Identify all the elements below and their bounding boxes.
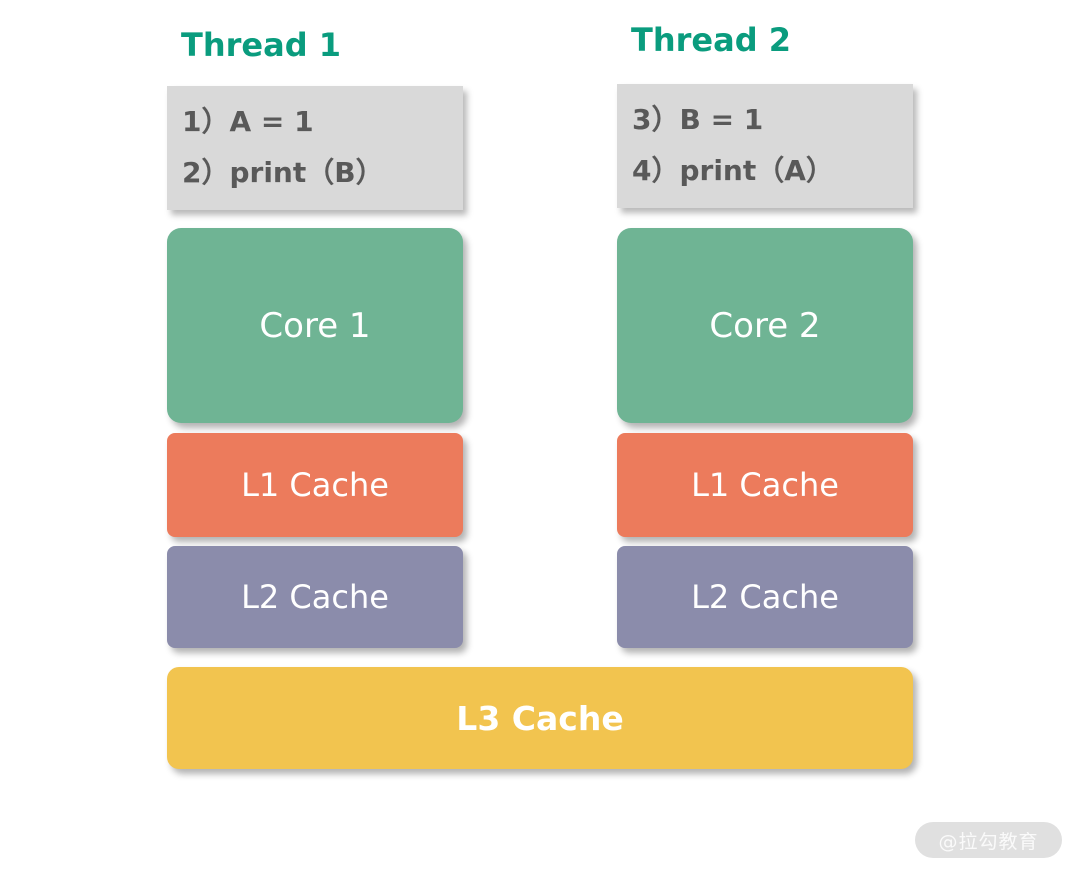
thread2-code-line-2: 4）print（A） — [632, 154, 834, 188]
thread1-l2-cache-box: L2 Cache — [167, 546, 463, 648]
thread2-code-line-1: 3）B = 1 — [632, 102, 764, 136]
watermark-badge: @拉勾教育 — [915, 822, 1062, 858]
thread1-code-line-2: 2）print（B） — [182, 156, 384, 190]
thread2-l1-cache-box: L1 Cache — [617, 433, 913, 537]
thread1-l1-cache-box: L1 Cache — [167, 433, 463, 537]
thread2-title: Thread 2 — [631, 21, 791, 59]
thread2-l2-cache-box: L2 Cache — [617, 546, 913, 648]
core1-box: Core 1 — [167, 228, 463, 423]
core2-box: Core 2 — [617, 228, 913, 423]
thread1-code-block: 1）A = 1 2）print（B） — [167, 86, 463, 210]
thread2-code-block: 3）B = 1 4）print（A） — [617, 84, 913, 208]
thread1-code-line-1: 1）A = 1 — [182, 104, 314, 138]
l3-cache-box: L3 Cache — [167, 667, 913, 769]
thread1-title: Thread 1 — [181, 26, 341, 64]
